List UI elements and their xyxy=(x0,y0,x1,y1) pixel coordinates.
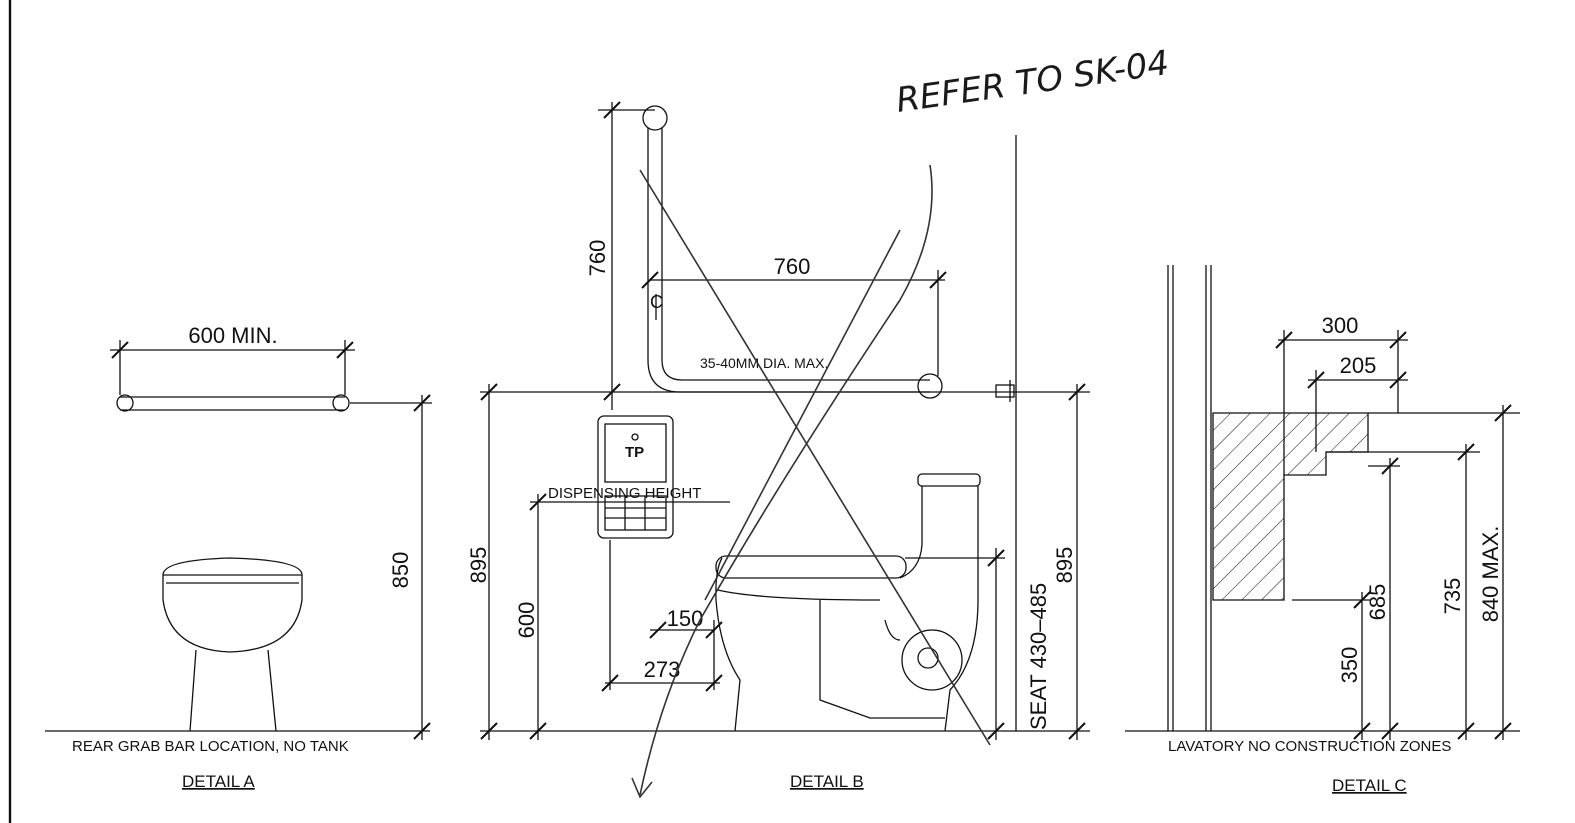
detail-c: 300 205 350 685 735 xyxy=(1125,265,1520,795)
dim-label-840-max: 840 MAX. xyxy=(1478,526,1503,623)
dim-300 xyxy=(1275,330,1408,475)
detail-a-caption: REAR GRAB BAR LOCATION, NO TANK xyxy=(72,738,349,755)
dim-label-895-left: 895 xyxy=(466,547,491,584)
bar-diameter-label: 35-40MM DIA. MAX. xyxy=(700,355,828,371)
dim-840-max xyxy=(1494,404,1512,740)
dim-600-min xyxy=(110,340,355,395)
dim-600 xyxy=(529,493,547,740)
wall-section-c xyxy=(1167,265,1212,731)
dim-350 xyxy=(1353,591,1371,740)
dim-label-600-min: 600 MIN. xyxy=(188,323,277,348)
dim-label-850: 850 xyxy=(388,552,413,589)
detail-b: C 760 760 35-40MM DIA. MAX. 895 xyxy=(466,101,1090,799)
dim-label-760-vertical: 760 xyxy=(585,240,610,277)
flush-valve-icon xyxy=(995,380,1015,402)
dim-895-left xyxy=(480,383,498,740)
dim-label-seat: SEAT 430–485 xyxy=(1026,583,1051,730)
toilet-paper-dispenser xyxy=(597,415,674,539)
handwritten-note: REFER TO SK-04 xyxy=(894,43,1172,121)
dim-205 xyxy=(1307,370,1408,452)
dispensing-height-label: DISPENSING HEIGHT xyxy=(548,485,701,502)
dim-273 xyxy=(601,620,723,692)
detail-c-title: DETAIL C xyxy=(1332,776,1407,795)
toilet-side-view xyxy=(715,473,981,732)
no-construction-zone xyxy=(1212,412,1369,601)
dim-685 xyxy=(1381,457,1399,740)
dim-label-735: 735 xyxy=(1440,578,1465,615)
rear-grab-bar xyxy=(116,394,350,412)
dim-label-685: 685 xyxy=(1365,584,1390,621)
detail-c-caption: LAVATORY NO CONSTRUCTION ZONES xyxy=(1168,738,1451,755)
detail-a: 600 MIN. 850 REAR GRAB BAR LOCATION, NO … xyxy=(45,323,432,791)
dim-label-895-right: 895 xyxy=(1052,547,1077,584)
dim-label-150: 150 xyxy=(667,606,704,631)
pencil-strike-out xyxy=(631,164,991,799)
detail-a-title: DETAIL A xyxy=(182,772,255,791)
detail-b-title: DETAIL B xyxy=(790,772,864,791)
dim-label-600: 600 xyxy=(514,602,539,639)
dim-850 xyxy=(350,394,432,740)
dim-label-300: 300 xyxy=(1322,313,1359,338)
dim-seat xyxy=(905,548,1005,740)
dim-760-horizontal xyxy=(641,270,947,376)
dim-735 xyxy=(1457,443,1475,740)
dim-895-right xyxy=(1068,383,1086,740)
dim-label-350: 350 xyxy=(1337,647,1362,684)
toilet-front-view xyxy=(162,557,303,732)
dim-label-205: 205 xyxy=(1340,353,1377,378)
dim-label-760-horizontal: 760 xyxy=(774,254,811,279)
tp-label: TP xyxy=(625,444,644,461)
